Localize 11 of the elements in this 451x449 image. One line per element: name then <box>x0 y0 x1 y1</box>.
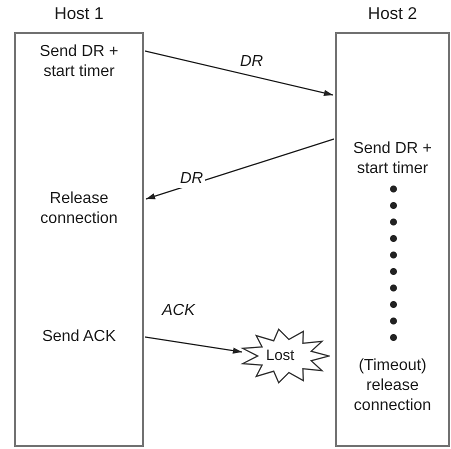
step-text: Send DR + start timer <box>29 42 129 82</box>
lost-text: Lost <box>266 346 294 366</box>
step-text: Send DR + start timer <box>342 139 443 179</box>
step-text: Release connection <box>16 189 142 229</box>
message-arrow <box>144 50 334 96</box>
step-text: Send ACK <box>16 327 142 347</box>
edge-label: DR <box>178 170 206 188</box>
column-heading: Host 1 <box>53 4 105 24</box>
column-heading: Host 2 <box>366 4 418 24</box>
step-text: (Timeout) release connection <box>337 356 448 416</box>
message-arrow <box>144 336 242 354</box>
